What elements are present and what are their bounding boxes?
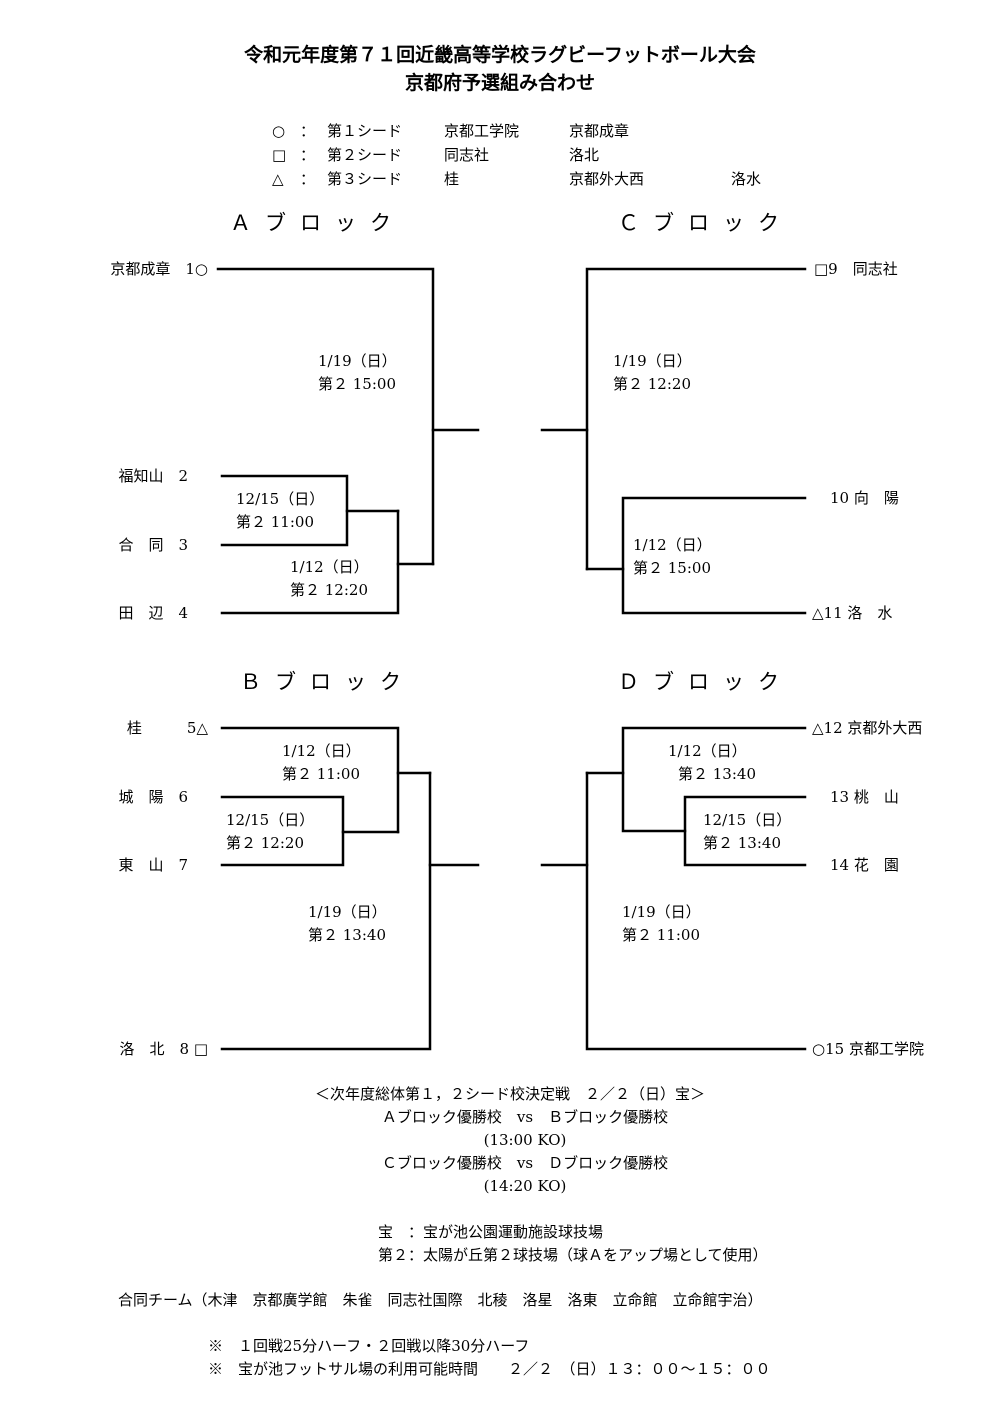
team-5: 桂 5△ — [126, 719, 208, 737]
match-b-final-venue: 第２ 13:40 — [308, 926, 386, 944]
seed-label-2: 第２シード — [327, 146, 403, 164]
match-c-r2-venue: 第２ 15:00 — [633, 559, 711, 577]
match-a-r1-date: 12/15（日） — [236, 490, 325, 508]
match-d-final-venue: 第２ 11:00 — [622, 926, 700, 944]
final-game-2: Ｃブロック優勝校 vs Ｄブロック優勝校 — [381, 1154, 669, 1172]
match-d-r1-date: 12/15（日） — [703, 811, 792, 829]
seed-team-3a: 桂 — [444, 170, 460, 188]
bracket-a-r1 — [220, 474, 349, 547]
page-title: 令和元年度第７１回近畿高等学校ラグビーフットボール大会 — [244, 44, 756, 66]
match-a-final-date: 1/19（日） — [318, 352, 397, 370]
seed-label-3: 第３シード — [327, 170, 403, 188]
seed-team-1a: 京都工学院 — [444, 122, 520, 140]
team-6: 城 陽 6 — [118, 788, 188, 806]
match-d-final-date: 1/19（日） — [622, 903, 701, 921]
seed-team-2a: 同志社 — [444, 146, 490, 164]
venue-note-1: 宝 ：宝が池公園運動施設球技場 — [378, 1223, 604, 1241]
match-a-r1-venue: 第２ 11:00 — [236, 513, 314, 531]
note-1: ※ １回戦25分ハーフ・２回戦以降30分ハーフ — [208, 1337, 530, 1355]
team-1: 京都成章 1○ — [110, 260, 208, 278]
match-b-r1-date: 12/15（日） — [226, 811, 315, 829]
team-15: ○15 京都工学院 — [812, 1040, 924, 1058]
seed-label-1: 第１シード — [327, 122, 403, 140]
final-game-1-time: (13:00 KO) — [483, 1131, 567, 1149]
seed-team-1b: 京都成章 — [569, 122, 630, 140]
match-b-r2-date: 1/12（日） — [282, 742, 361, 760]
block-c-heading: Ｃブロック — [618, 211, 793, 235]
block-d-heading: Ｄブロック — [618, 670, 793, 694]
team-4: 田 辺 4 — [118, 604, 188, 622]
match-b-final-date: 1/19（日） — [308, 903, 387, 921]
team-3: 合 同 3 — [118, 536, 188, 554]
bracket-a-team4 — [220, 509, 400, 615]
match-b-r2-venue: 第２ 11:00 — [282, 765, 360, 783]
final-game-1: Ａブロック優勝校 vs Ｂブロック優勝校 — [381, 1108, 669, 1126]
seed-team-3b: 京都外大西 — [569, 170, 645, 188]
team-7: 東 山 7 — [118, 856, 188, 874]
match-a-r2-venue: 第２ 12:20 — [290, 581, 368, 599]
team-9: □9 同志社 — [814, 260, 898, 278]
match-d-r2-date: 1/12（日） — [668, 742, 747, 760]
seed-mark-3: △ — [272, 170, 284, 188]
seed-team-3c: 洛水 — [731, 170, 762, 188]
seed-team-2b: 洛北 — [569, 146, 600, 164]
team-12: △12 京都外大西 — [812, 719, 923, 737]
seed-mark-1: ○ — [272, 122, 286, 140]
note-2: ※ 宝が池フットサル場の利用可能時間 ２／２ （日）１３：００～１５：００ — [208, 1360, 771, 1378]
venue-note-2: 第２：太陽が丘第２球技場（球Ａをアップ場として使用） — [378, 1246, 768, 1264]
bracket-c-r2 — [621, 496, 807, 615]
match-b-r1-venue: 第２ 12:20 — [226, 834, 304, 852]
block-a-heading: Ａブロック — [230, 211, 405, 235]
bracket-d-team12 — [621, 726, 807, 833]
team-14: 14 花 園 — [830, 856, 899, 874]
team-11: △11 洛 水 — [812, 604, 893, 622]
final-game-2-time: (14:20 KO) — [483, 1177, 567, 1195]
final-heading: ＜次年度総体第１，２シード校決定戦 ２／２（日）宝＞ — [314, 1085, 705, 1103]
seed-sep-2: ： — [300, 146, 316, 164]
seed-sep-3: ： — [300, 170, 316, 188]
joint-team-note: 合同チーム（木津 京都廣学館 朱雀 同志社国際 北稜 洛星 洛東 立命館 立命館… — [118, 1291, 763, 1309]
bracket-d-r1 — [683, 795, 807, 867]
block-b-heading: Ｂブロック — [240, 670, 415, 694]
match-a-final-venue: 第２ 15:00 — [318, 375, 396, 393]
team-13: 13 桃 山 — [830, 788, 899, 806]
match-c-final-date: 1/19（日） — [613, 352, 692, 370]
seed-mark-2: □ — [272, 146, 287, 164]
page-subtitle: 京都府予選組み合わせ — [404, 72, 595, 94]
match-c-final-venue: 第２ 12:20 — [613, 375, 691, 393]
team-8: 洛 北 8 □ — [119, 1040, 208, 1058]
match-c-r2-date: 1/12（日） — [633, 536, 712, 554]
match-d-r1-venue: 第２ 13:40 — [703, 834, 781, 852]
bracket-a-team1 — [216, 267, 435, 566]
team-10: 10 向 陽 — [830, 489, 899, 507]
seed-sep-1: ： — [300, 122, 316, 140]
bracket-c-team9 — [585, 267, 807, 571]
bracket-b-r1 — [220, 795, 345, 867]
match-a-r2-date: 1/12（日） — [290, 558, 369, 576]
team-2: 福知山 2 — [118, 467, 188, 485]
match-d-r2-venue: 第２ 13:40 — [678, 765, 756, 783]
bracket-b-team5 — [220, 726, 400, 834]
